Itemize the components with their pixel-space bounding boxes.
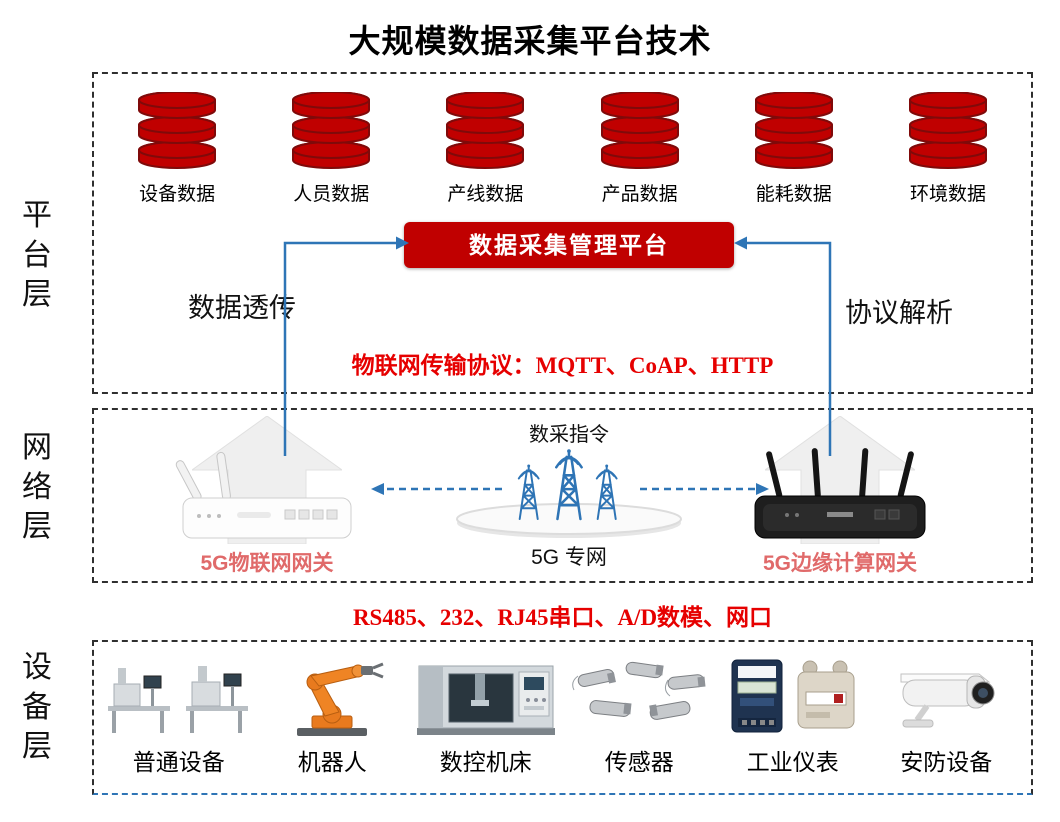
- device-label: 普通设备: [132, 749, 225, 775]
- cnc-machine-image: [416, 665, 555, 735]
- management-platform-box: 数据采集管理平台: [404, 222, 734, 268]
- sensor-image: [572, 661, 706, 720]
- database-label: 产线数据: [447, 184, 524, 205]
- database-item: 环境数据: [871, 92, 1025, 206]
- database-label: 人员数据: [293, 184, 370, 205]
- database-label: 产品数据: [601, 184, 678, 205]
- security-camera-image: [900, 673, 995, 728]
- database-label: 能耗数据: [755, 184, 832, 205]
- iot-gateway-icon: [175, 451, 352, 539]
- device-label: 传感器: [604, 749, 674, 775]
- database-item: 设备数据: [100, 92, 254, 206]
- device-item: 机器人: [256, 654, 410, 777]
- database-icon: [138, 92, 217, 169]
- database-item: 产品数据: [563, 92, 717, 206]
- device-label: 机器人: [297, 749, 367, 775]
- database-item: 人员数据: [254, 92, 408, 206]
- database-item: 产线数据: [408, 92, 562, 206]
- device-label: 安防设备: [900, 749, 993, 775]
- page-title: 大规模数据采集平台技术: [348, 23, 712, 59]
- generic-equipment-image: [107, 666, 248, 733]
- device-layer-box: 普通设备 机器人: [92, 640, 1033, 795]
- device-item: 工业仪表: [716, 654, 870, 777]
- data-command-label: 数采指令: [529, 424, 609, 446]
- network-layer-box: 数采指令 5G 专网 5G物联网网关 5G边缘计算网关: [92, 408, 1033, 583]
- device-item: 数控机床: [409, 654, 563, 777]
- platform-layer-box: 设备数据 人员数据: [92, 72, 1033, 394]
- platform-layer-label: 平台层: [22, 199, 52, 312]
- device-row: 普通设备 机器人: [102, 654, 1023, 777]
- database-row: 设备数据 人员数据: [100, 92, 1025, 206]
- network-layer-label: 网络层: [22, 431, 52, 544]
- 5g-network-label: 5G 专网: [531, 546, 607, 569]
- device-item: 传感器: [563, 654, 717, 777]
- robot-image: [297, 662, 384, 736]
- database-label: 环境数据: [909, 184, 986, 205]
- device-label: 数控机床: [439, 749, 532, 775]
- iot-protocol-note: 物联网传输协议：MQTT、CoAP、HTTP: [351, 353, 774, 378]
- meter-image: [731, 659, 855, 733]
- interface-note: RS485、232、RJ45串口、A/D数模、网口: [352, 605, 773, 630]
- edge-gateway-icon: [754, 448, 926, 539]
- database-icon: [754, 92, 833, 169]
- iot-gateway-label: 5G物联网网关: [200, 552, 334, 575]
- device-layer-label: 设备层: [22, 651, 52, 764]
- data-passthrough-label: 数据透传: [188, 293, 296, 323]
- database-label: 设备数据: [139, 184, 216, 205]
- 5g-private-network-icon: [456, 448, 682, 538]
- device-item: 安防设备: [870, 654, 1024, 777]
- database-icon: [908, 92, 987, 169]
- database-icon: [600, 92, 679, 169]
- device-label: 工业仪表: [746, 749, 839, 775]
- database-item: 能耗数据: [717, 92, 871, 206]
- edge-gateway-label: 5G边缘计算网关: [762, 552, 917, 575]
- database-icon: [292, 92, 371, 169]
- database-icon: [446, 92, 525, 169]
- protocol-parse-label: 协议解析: [845, 298, 953, 328]
- device-item: 普通设备: [102, 654, 256, 777]
